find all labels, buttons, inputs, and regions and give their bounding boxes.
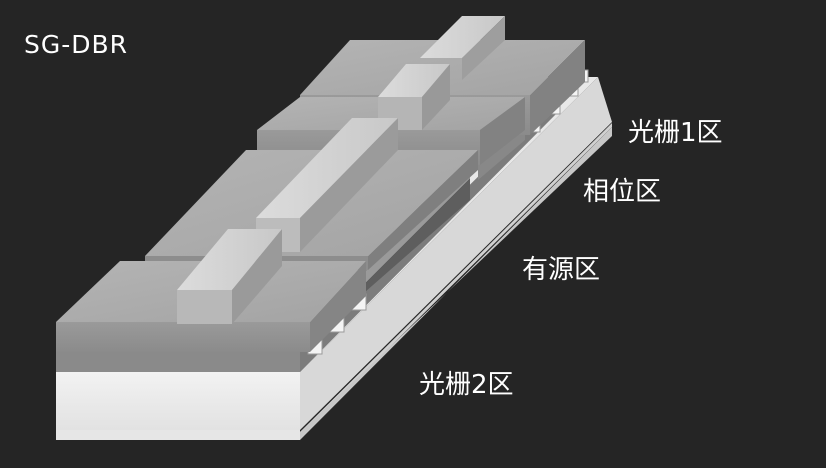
grating2-label: 光栅2区 [419, 370, 514, 400]
grating1-label: 光栅1区 [628, 118, 723, 148]
active-label: 有源区 [522, 255, 601, 285]
ridge-waveguides [177, 16, 505, 324]
diagram-title: SG-DBR [24, 30, 129, 59]
phase-label: 相位区 [583, 177, 662, 207]
